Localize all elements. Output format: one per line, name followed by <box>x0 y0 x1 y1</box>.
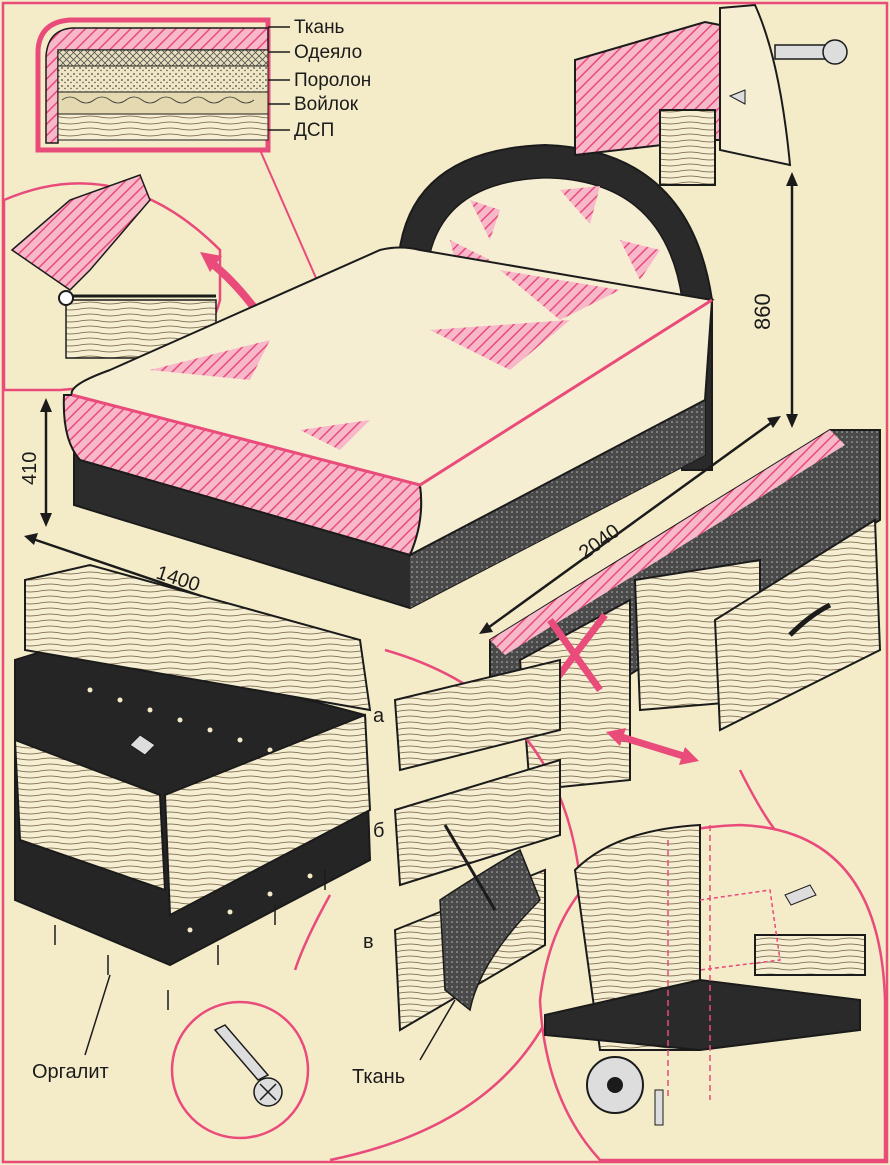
dimension-height-headboard: 860 <box>750 172 798 428</box>
screw-detail <box>170 894 332 1140</box>
layer-label-fabric: Ткань <box>294 17 345 38</box>
mattress <box>62 246 715 610</box>
drawer-handle-icon <box>788 602 832 637</box>
length-value: 2040 <box>575 520 624 564</box>
drawer-assembly <box>489 429 882 792</box>
hinge-detail <box>2 174 282 392</box>
frame-assembly: Оргалит <box>13 563 372 1083</box>
layer-label-blanket: Одеяло <box>294 42 362 63</box>
layer-label-chipboard: ДСП <box>294 120 334 141</box>
bed-height-value: 410 <box>19 452 41 485</box>
board-a <box>393 658 561 772</box>
wood-screw-icon <box>213 1024 270 1081</box>
dimension-height-bed: 410 <box>19 398 52 527</box>
caster-screw-icon <box>784 884 817 906</box>
part-v-label: в <box>363 931 374 953</box>
edge-detail-circle: а б в Ткань <box>329 648 582 1162</box>
layer-label-felt: Войлок <box>294 94 359 115</box>
glue-brush-icon <box>443 824 497 911</box>
headboard-height-value: 860 <box>750 293 775 330</box>
part-b-label: б <box>373 820 384 842</box>
layer-section-inset: Ткань Одеяло Поролон Войлок ДСП <box>35 17 371 311</box>
part-a-label: а <box>373 705 385 727</box>
hardboard-label: Оргалит <box>32 1061 109 1083</box>
caster-detail <box>538 769 887 1162</box>
screw-icon <box>129 734 156 756</box>
leg-detail-top <box>574 3 848 186</box>
board-b <box>393 758 561 887</box>
slide-arrow-icon <box>613 731 692 762</box>
layer-label-foam: Поролон <box>294 70 371 91</box>
fabric-label: Ткань <box>352 1066 405 1088</box>
